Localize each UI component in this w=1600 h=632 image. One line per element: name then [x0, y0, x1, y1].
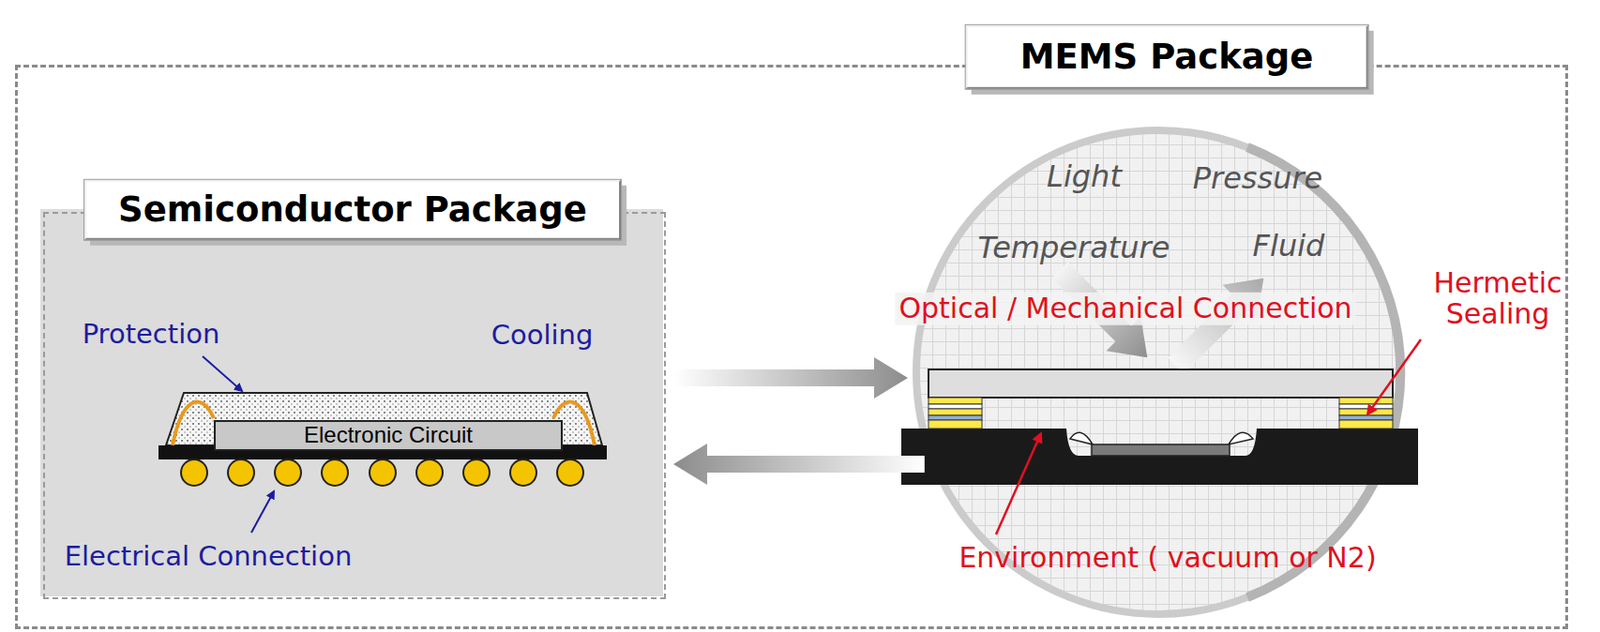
flow-arrow	[673, 357, 908, 399]
chip-box: Electronic Circuit	[213, 420, 563, 452]
leader-line	[1367, 339, 1421, 415]
bond-wire	[172, 402, 214, 446]
callout-label: Protection	[82, 317, 221, 351]
panel-fill	[40, 209, 664, 597]
stimulus-label: Fluid	[1252, 227, 1326, 264]
mems-base	[901, 428, 1419, 485]
seal-ring	[928, 397, 1393, 429]
callout-label: Hermetic Sealing	[1405, 267, 1590, 330]
callout-label: Optical / Mechanical Connection	[894, 292, 1356, 326]
mems-bump	[1070, 432, 1093, 445]
magnifier-circle	[916, 130, 1401, 615]
leader-line	[202, 356, 242, 392]
mems-lid	[928, 369, 1393, 398]
callout-label: Cooling	[491, 318, 594, 352]
mems-die	[1091, 444, 1230, 456]
leader-line	[251, 491, 274, 533]
stimulus-label: Temperature	[978, 229, 1171, 266]
stimulus-label: Light	[1046, 158, 1122, 195]
chip-label: Electronic Circuit	[303, 422, 473, 450]
mems-bump	[1228, 432, 1253, 445]
title-box: Semiconductor Package	[84, 180, 621, 241]
solder-balls	[181, 459, 584, 486]
callout-label: Environment ( vacuum or N2)	[958, 542, 1376, 575]
flow-arrow	[673, 443, 925, 485]
title-box: MEMS Package	[966, 25, 1369, 90]
stimulus-label: Pressure	[1192, 160, 1324, 197]
callout-label: Electrical Connection	[64, 540, 353, 574]
leader-line	[996, 433, 1042, 535]
